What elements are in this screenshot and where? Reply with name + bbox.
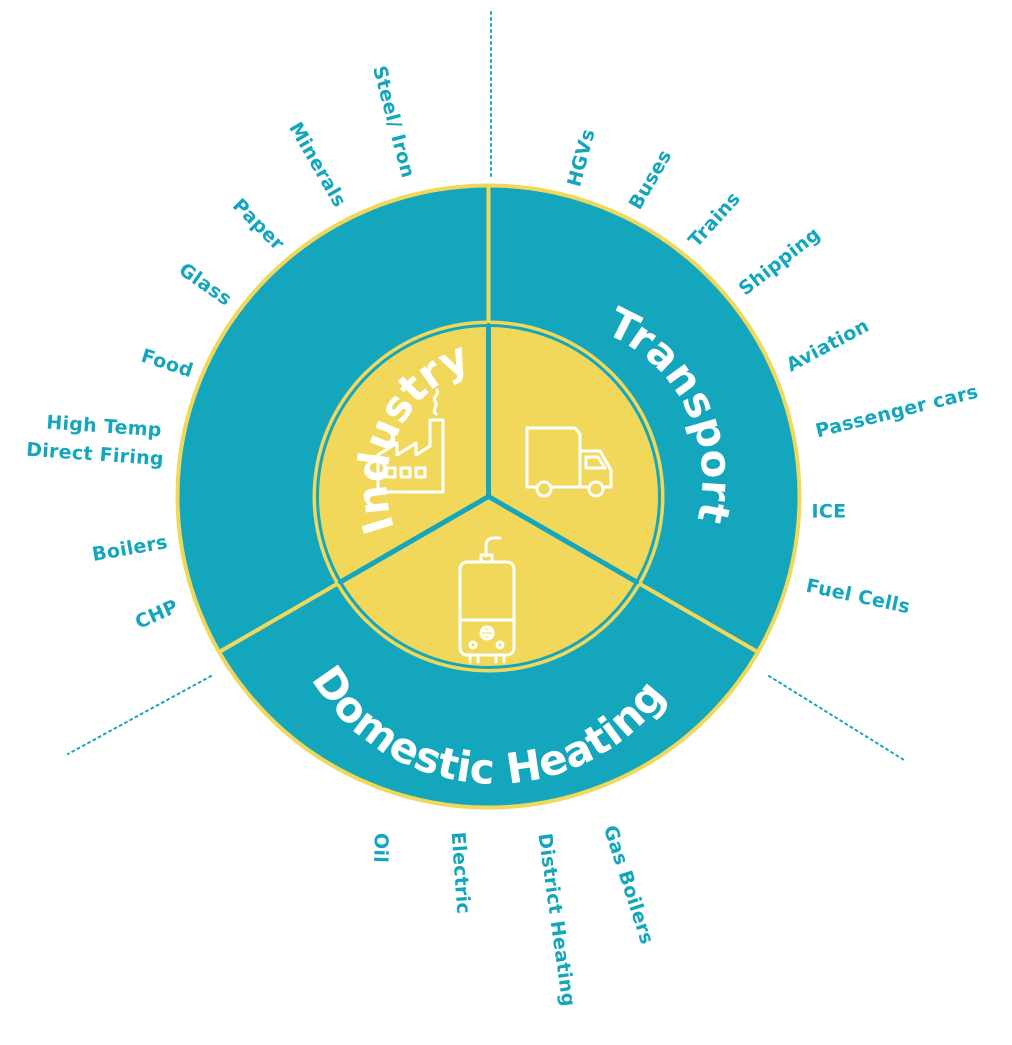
transport-item-shipping: Shipping: [735, 223, 825, 300]
industry-item-food: Food: [138, 345, 195, 382]
transport-item-ice: ICE: [812, 501, 847, 523]
boiler-icon: [458, 536, 516, 664]
heating-items: Gas Boilers District Heating Electric Oi…: [369, 823, 658, 1008]
industry-item-paper: Paper: [228, 194, 289, 255]
transport-item-buses: Buses: [625, 146, 677, 213]
transport-item-passenger-cars: Passenger cars: [813, 381, 980, 443]
heating-item-oil: Oil: [369, 833, 392, 864]
transport-item-hgvs: HGVs: [563, 127, 599, 189]
truck-icon: [525, 426, 613, 498]
industry-item-chp: CHP: [132, 595, 182, 633]
industry-item-minerals: Minerals: [284, 118, 350, 211]
factory-icon: [376, 388, 445, 494]
heating-item-gas-boilers: Gas Boilers: [599, 823, 658, 948]
transport-item-fuel-cells: Fuel Cells: [804, 575, 912, 619]
industry-item-boilers: Boilers: [90, 531, 169, 566]
inner-dividers: [337, 323, 640, 585]
heating-item-district-heating: District Heating: [533, 832, 579, 1008]
industry-item-direct-firing: Direct Firing: [25, 439, 164, 471]
transport-item-aviation: Aviation: [783, 315, 873, 377]
dotted-separators: [67, 11, 905, 761]
transport-item-trains: Trains: [684, 188, 745, 252]
industry-item-steel-iron: Steel/ Iron: [368, 64, 419, 181]
industry-item-high-temp: High Temp: [46, 411, 163, 441]
industry-item-glass: Glass: [175, 259, 236, 311]
heating-item-electric: Electric: [447, 831, 475, 915]
